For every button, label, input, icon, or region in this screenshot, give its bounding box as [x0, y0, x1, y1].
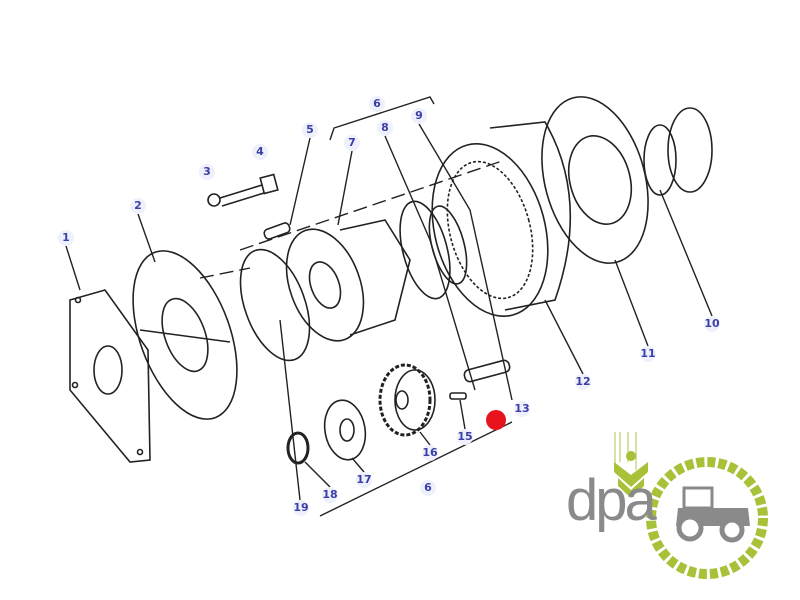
- leader-lines: [65, 96, 713, 517]
- part-2-disc: [132, 250, 238, 420]
- callout-15: 15: [457, 429, 473, 445]
- callout-4: 4: [252, 144, 268, 160]
- callout-3: 3: [199, 164, 215, 180]
- callout-17: 17: [356, 472, 372, 488]
- dpa-logo-text: dpa: [566, 468, 657, 533]
- part-1-gasket: [69, 289, 151, 463]
- callout-19: 19: [293, 500, 309, 516]
- callout-16: 16: [422, 445, 438, 461]
- callout-5: 5: [302, 122, 318, 138]
- part-plate: [239, 248, 311, 362]
- callout-9: 9: [411, 108, 427, 124]
- part-13-pin: [463, 359, 511, 383]
- callout-6-top: 6: [369, 96, 385, 112]
- part-16-planet-gear: [378, 363, 436, 437]
- part-3-4-bolt: [207, 173, 279, 207]
- part-15-pin: [449, 392, 467, 400]
- callout-6-bottom: 6: [420, 480, 436, 496]
- callout-18: 18: [322, 487, 338, 503]
- part-18-seal: [286, 431, 310, 465]
- callout-12: 12: [575, 374, 591, 390]
- callout-2: 2: [130, 198, 146, 214]
- highlight-marker: [486, 410, 506, 430]
- callout-10: 10: [704, 316, 720, 332]
- part-12-ring-gear: [431, 121, 572, 317]
- part-7-carrier: [285, 219, 411, 342]
- callout-1: 1: [58, 230, 74, 246]
- part-10-hub: [643, 107, 713, 196]
- callout-13: 13: [514, 401, 530, 417]
- callout-7: 7: [344, 135, 360, 151]
- part-17-washer: [323, 399, 367, 461]
- callout-11: 11: [640, 346, 656, 362]
- part-11-disc: [541, 96, 649, 264]
- callout-8: 8: [377, 120, 393, 136]
- part-5-pin: [263, 222, 291, 240]
